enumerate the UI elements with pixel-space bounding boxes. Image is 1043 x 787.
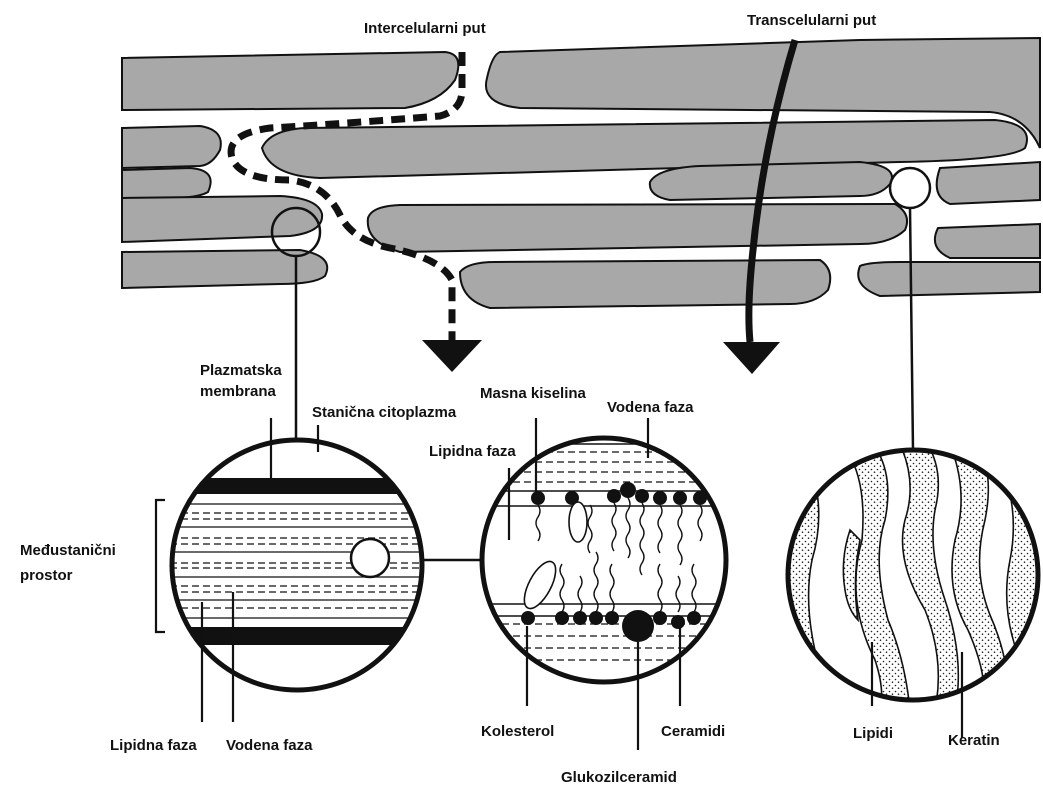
intercellular-arrowhead <box>422 340 482 372</box>
corneocyte <box>122 52 458 110</box>
label-glucosylceramide: Glukozilceramid <box>561 769 677 786</box>
corneocyte <box>368 204 907 252</box>
label-plasma-membrane-1: Plazmatska <box>200 362 282 379</box>
corneocyte <box>937 162 1040 204</box>
label-keratin: Keratin <box>948 732 1000 749</box>
label-fatty-acid: Masna kiselina <box>480 385 587 402</box>
corneocyte <box>650 162 892 200</box>
label-intercellular-route: Intercelularni put <box>364 20 486 37</box>
corneocyte <box>935 224 1040 258</box>
corneocyte <box>858 262 1040 296</box>
corneocyte <box>122 126 221 168</box>
label-lipid-phase-left: Lipidna faza <box>110 737 197 754</box>
left-magnified-circle <box>170 438 430 698</box>
middle-magnified-circle <box>480 436 730 686</box>
label-intercellular-space-1: Međustanični <box>20 542 116 559</box>
plasma-membrane-band <box>170 627 430 645</box>
transcellular-arrowhead <box>723 342 780 374</box>
corneocyte <box>122 168 211 198</box>
label-intercellular-space-2: prostor <box>20 567 73 584</box>
zoom-marker-right <box>890 168 930 208</box>
label-transcellular-route: Transcelularni put <box>747 12 876 29</box>
right-magnified-circle <box>785 440 1043 710</box>
label-lipid-phase-mid: Lipidna faza <box>429 443 516 460</box>
label-cell-cytoplasm: Stanična citoplazma <box>312 404 457 421</box>
label-aqueous-phase-mid: Vodena faza <box>607 399 694 416</box>
corneocyte <box>460 260 830 308</box>
label-plasma-membrane-2: membrana <box>200 383 277 400</box>
glucosylceramide-head <box>622 610 654 642</box>
label-cholesterol: Kolesterol <box>481 723 554 740</box>
corneocyte <box>122 196 322 242</box>
label-ceramides: Ceramidi <box>661 723 725 740</box>
label-lipids: Lipidi <box>853 725 893 742</box>
label-aqueous-phase-left: Vodena faza <box>226 737 313 754</box>
corneocyte-layer <box>122 38 1040 308</box>
